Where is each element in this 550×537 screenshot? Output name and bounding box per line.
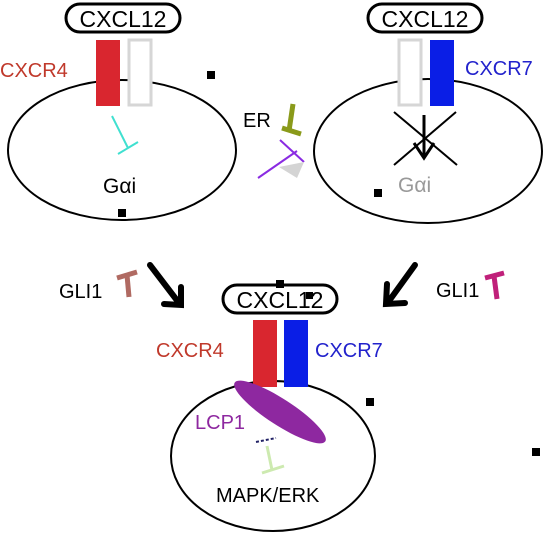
gli1-left-label: GLI1 [59,281,102,303]
left-cxcr4-label: CXCR4 [0,60,68,82]
bottom-cxcr4-label: CXCR4 [156,340,224,362]
bottom-cxcr7-receptor [284,320,308,387]
er-inhibitor: ER [243,103,305,179]
left-gai-label: Gαi [103,175,136,198]
bottom-cxcr4-receptor [253,320,277,387]
left-empty-receptor [127,38,153,107]
gli1-right-inhibitor: GLI1 [436,270,505,302]
gli1-right-t-bar-icon [484,270,505,300]
left-cell-membrane [7,79,237,221]
er-olive-t-bar-icon [281,103,302,137]
bottom-cxcr7-label: CXCR7 [315,340,383,362]
left-cyan-inhibition-icon [111,115,139,155]
er-gray-wedge-icon [279,162,304,178]
marker-square [532,448,540,456]
gli1-left-t-bar-icon [116,269,138,298]
er-purple-inhibition-icon [257,139,305,179]
left-cxcl12-label: CXCL12 [80,6,167,32]
right-cxcr7-receptor [430,40,454,106]
right-empty-receptor [397,38,423,107]
right-down-arrow-icon [382,262,418,308]
right-gai-label: Gαi [398,174,431,197]
bottom-cell: CXCL12 CXCR4 CXCR7 LCP1 MAPK/ERK [156,283,383,532]
marker-square [276,280,284,288]
right-cxcr7-label: CXCR7 [465,58,533,80]
lcp1-inhibition-icon [255,437,285,475]
left-cell: CXCL12 CXCR4 Gαi [0,2,237,221]
lcp1-label: LCP1 [195,412,245,434]
er-label: ER [243,110,271,132]
marker-square [366,398,374,406]
marker-square [207,71,215,79]
left-cxcl12-box [64,2,182,34]
mapk-erk-label: MAPK/ERK [216,485,320,507]
bottom-cxcl12-label: CXCL12 [237,287,324,313]
marker-square [374,189,382,197]
marker-square [306,292,313,299]
right-blocked-arrow-icon [393,111,458,166]
right-cxcl12-label: CXCL12 [382,6,469,32]
left-down-arrow-icon [147,262,184,309]
right-cxcl12-box [366,2,484,34]
left-cxcr4-receptor [96,40,120,106]
gli1-left-inhibitor: GLI1 [59,269,138,303]
lcp1-protein-shape [234,380,326,444]
marker-square [118,209,126,217]
right-cell: CXCL12 CXCR7 Gαi [313,2,543,224]
marker-squares [118,71,540,456]
gli1-right-label: GLI1 [436,280,479,302]
